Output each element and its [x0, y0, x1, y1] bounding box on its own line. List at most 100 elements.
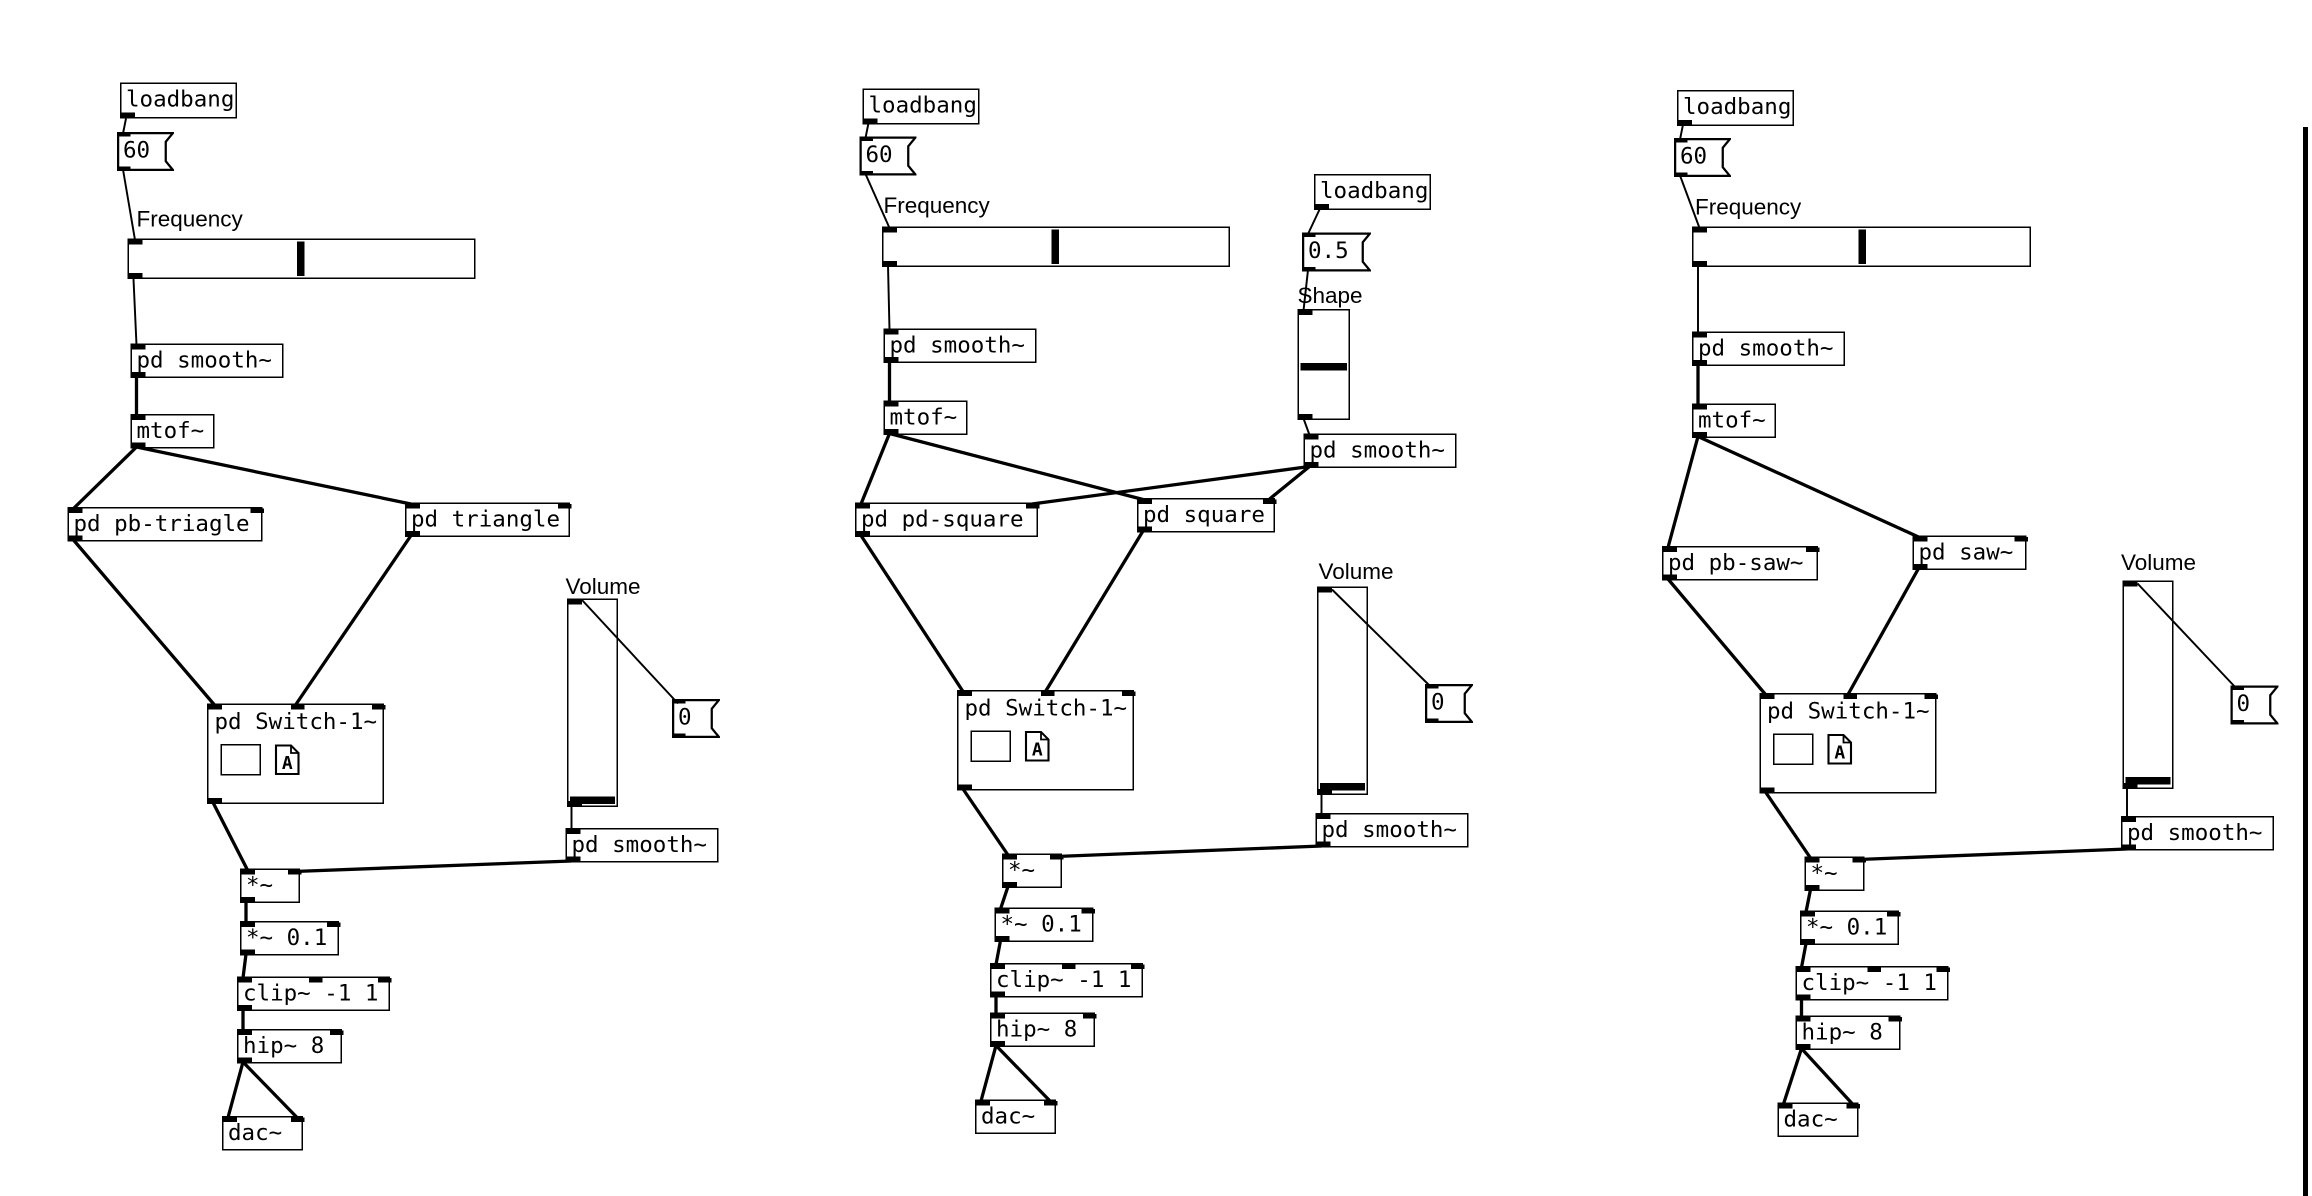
inlet-nub[interactable]: [378, 978, 392, 983]
col1-volume-slider[interactable]: [567, 598, 618, 807]
outlet-nub[interactable]: [958, 784, 972, 789]
inlet-nub[interactable]: [1040, 691, 1054, 696]
col3-frequency-slider[interactable]: [1692, 226, 2031, 267]
inlet-nub[interactable]: [567, 829, 581, 834]
col2-square-object[interactable]: pd square: [1137, 498, 1277, 533]
scrollbar[interactable]: [2303, 127, 2308, 1196]
col1-mtof-object[interactable]: mtof~: [130, 414, 215, 449]
file-icon[interactable]: A: [1827, 733, 1854, 766]
outlet-nub[interactable]: [2230, 720, 2244, 725]
outlet-nub[interactable]: [1315, 204, 1329, 209]
col3-smooth-object[interactable]: pd smooth~: [1692, 331, 1845, 366]
outlet-nub[interactable]: [1425, 718, 1439, 723]
inlet-nub[interactable]: [290, 705, 304, 710]
inlet-nub[interactable]: [1317, 814, 1331, 819]
outlet-nub[interactable]: [117, 166, 131, 171]
inlet-nub[interactable]: [1846, 1104, 1860, 1109]
col2-shape-slider[interactable]: [1297, 309, 1350, 420]
inlet-nub[interactable]: [208, 705, 222, 710]
inlet-nub[interactable]: [223, 1117, 237, 1122]
col3-message-60[interactable]: 60: [1674, 138, 1731, 177]
col3-multiply-01-object[interactable]: *~ 0.1: [1800, 910, 1901, 945]
inlet-nub[interactable]: [991, 1014, 1005, 1019]
inlet-nub[interactable]: [330, 1030, 344, 1035]
inlet-nub[interactable]: [1924, 694, 1938, 699]
outlet-nub[interactable]: [2124, 783, 2138, 788]
col2-hip-object[interactable]: hip~ 8: [990, 1012, 1097, 1047]
col1-switch-subpatch[interactable]: pd Switch-1~A: [207, 703, 386, 804]
inlet-nub[interactable]: [1131, 964, 1145, 969]
inlet-nub[interactable]: [1866, 967, 1881, 972]
inlet-nub[interactable]: [1138, 499, 1152, 504]
inlet-nub[interactable]: [117, 132, 131, 137]
col3-clip-object[interactable]: clip~ -1 1: [1795, 966, 1950, 1001]
col1-smooth-object[interactable]: pd smooth~: [130, 343, 284, 378]
inlet-nub[interactable]: [1806, 858, 1820, 863]
slider-knob[interactable]: [2125, 777, 2171, 785]
inlet-nub[interactable]: [406, 504, 420, 509]
col3-loadbang-object[interactable]: loadbang: [1677, 90, 1794, 126]
inlet-nub[interactable]: [1003, 855, 1017, 860]
outlet-nub[interactable]: [1801, 939, 1815, 944]
outlet-nub[interactable]: [1797, 994, 1811, 999]
inlet-nub[interactable]: [250, 508, 264, 513]
outlet-nub[interactable]: [69, 535, 83, 540]
outlet-nub[interactable]: [672, 733, 686, 738]
col3-multiply-object[interactable]: *~: [1804, 856, 1866, 891]
col2-multiply-object[interactable]: *~: [1002, 853, 1064, 888]
inlet-nub[interactable]: [1693, 333, 1707, 338]
inlet-nub[interactable]: [1674, 138, 1688, 143]
inlet-nub[interactable]: [672, 699, 686, 704]
inlet-nub[interactable]: [558, 504, 572, 509]
inlet-nub[interactable]: [308, 978, 322, 983]
col2-smooth-shape-object[interactable]: pd smooth~: [1303, 433, 1457, 468]
outlet-nub[interactable]: [1761, 787, 1775, 792]
outlet-nub[interactable]: [568, 801, 582, 806]
outlet-nub[interactable]: [241, 949, 255, 954]
outlet-nub[interactable]: [883, 261, 897, 266]
outlet-nub[interactable]: [996, 936, 1010, 941]
inlet-nub[interactable]: [1761, 694, 1775, 699]
col1-triangle-object[interactable]: pd triangle: [405, 502, 572, 537]
file-icon[interactable]: A: [1024, 730, 1052, 763]
col3-volume-slider[interactable]: [2122, 580, 2174, 789]
outlet-nub[interactable]: [1678, 120, 1692, 125]
col2-message-05[interactable]: 0.5: [1302, 232, 1371, 272]
slider-knob[interactable]: [1858, 229, 1866, 264]
inlet-nub[interactable]: [132, 415, 146, 420]
outlet-nub[interactable]: [1302, 267, 1316, 272]
inlet-nub[interactable]: [885, 330, 899, 335]
inlet-nub[interactable]: [976, 1101, 990, 1106]
slider-knob[interactable]: [570, 796, 615, 804]
inlet-nub[interactable]: [1801, 912, 1815, 917]
col1-hip-object[interactable]: hip~ 8: [237, 1029, 344, 1064]
inlet-nub[interactable]: [327, 922, 341, 927]
inlet-nub[interactable]: [1806, 547, 1820, 552]
outlet-nub[interactable]: [121, 112, 135, 117]
inlet-nub[interactable]: [1044, 1101, 1058, 1106]
outlet-nub[interactable]: [1693, 432, 1707, 437]
outlet-nub[interactable]: [238, 1005, 252, 1010]
outlet-nub[interactable]: [406, 531, 420, 536]
col1-frequency-slider[interactable]: [127, 238, 476, 279]
col2-multiply-01-object[interactable]: *~ 0.1: [994, 907, 1095, 942]
inlet-nub[interactable]: [2124, 582, 2138, 587]
inlet-nub[interactable]: [1888, 1017, 1902, 1022]
inlet-nub[interactable]: [2122, 817, 2136, 822]
col1-dac-object[interactable]: dac~: [222, 1116, 305, 1151]
gop-inner-box[interactable]: [220, 744, 261, 776]
inlet-nub[interactable]: [69, 508, 83, 513]
inlet-nub[interactable]: [1936, 967, 1950, 972]
col2-dac-object[interactable]: dac~: [975, 1099, 1058, 1134]
slider-knob[interactable]: [297, 241, 305, 276]
outlet-nub[interactable]: [991, 991, 1005, 996]
inlet-nub[interactable]: [238, 978, 252, 983]
col1-message-0[interactable]: 0: [672, 699, 720, 738]
slider-knob[interactable]: [1320, 783, 1365, 791]
inlet-nub[interactable]: [241, 922, 255, 927]
inlet-nub[interactable]: [1852, 858, 1866, 863]
inlet-nub[interactable]: [372, 705, 386, 710]
col2-message-0[interactable]: 0: [1425, 684, 1473, 723]
slider-knob[interactable]: [1300, 363, 1347, 371]
inlet-nub[interactable]: [958, 691, 972, 696]
